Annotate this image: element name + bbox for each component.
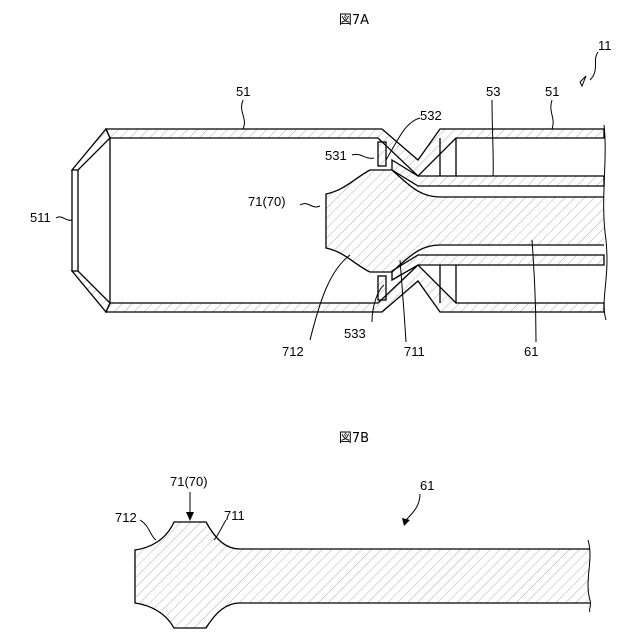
label-533: 533 <box>344 326 366 341</box>
label-b-712: 712 <box>115 510 137 525</box>
figure-7a: 図7A <box>30 13 612 359</box>
housing-nose-top <box>72 129 110 170</box>
figure-7b: 図7B 71(70) 712 711 61 <box>115 431 591 628</box>
leader-head <box>300 204 320 207</box>
leader-511 <box>56 217 72 220</box>
housing-wall-top <box>106 129 604 176</box>
label-532: 532 <box>420 108 442 123</box>
label-511: 511 <box>30 210 51 225</box>
label-53: 53 <box>486 84 500 99</box>
figure-7a-title: 図7A <box>339 13 369 28</box>
leader-b-61 <box>406 494 420 520</box>
leader-b-712 <box>140 520 156 540</box>
label-711: 711 <box>404 344 425 359</box>
label-712: 712 <box>282 344 304 359</box>
arrow-11 <box>580 76 586 86</box>
leader-531 <box>352 154 374 158</box>
label-11: 11 <box>598 38 612 53</box>
housing-nose-bottom <box>72 271 110 312</box>
label-71-70: 71(70) <box>248 194 286 209</box>
label-51-right: 51 <box>545 84 559 99</box>
label-531: 531 <box>325 148 347 163</box>
label-b-61: 61 <box>420 478 434 493</box>
bolt-61 <box>135 522 590 628</box>
leader-51-left <box>242 100 245 129</box>
label-61: 61 <box>524 344 538 359</box>
break-line-a <box>604 125 607 320</box>
leader-b-711 <box>214 520 226 540</box>
leader-11 <box>590 52 598 80</box>
arrow-b-61 <box>402 518 410 526</box>
flange-533 <box>378 276 386 300</box>
label-b-711: 711 <box>224 508 245 523</box>
label-51-left: 51 <box>236 84 250 99</box>
housing-wall-bottom <box>106 265 604 312</box>
flange-531 <box>378 142 386 166</box>
label-b-71-70: 71(70) <box>170 474 208 489</box>
arrow-b-head <box>186 512 194 521</box>
leader-51-right <box>551 100 553 129</box>
figure-7b-title: 図7B <box>339 431 369 446</box>
